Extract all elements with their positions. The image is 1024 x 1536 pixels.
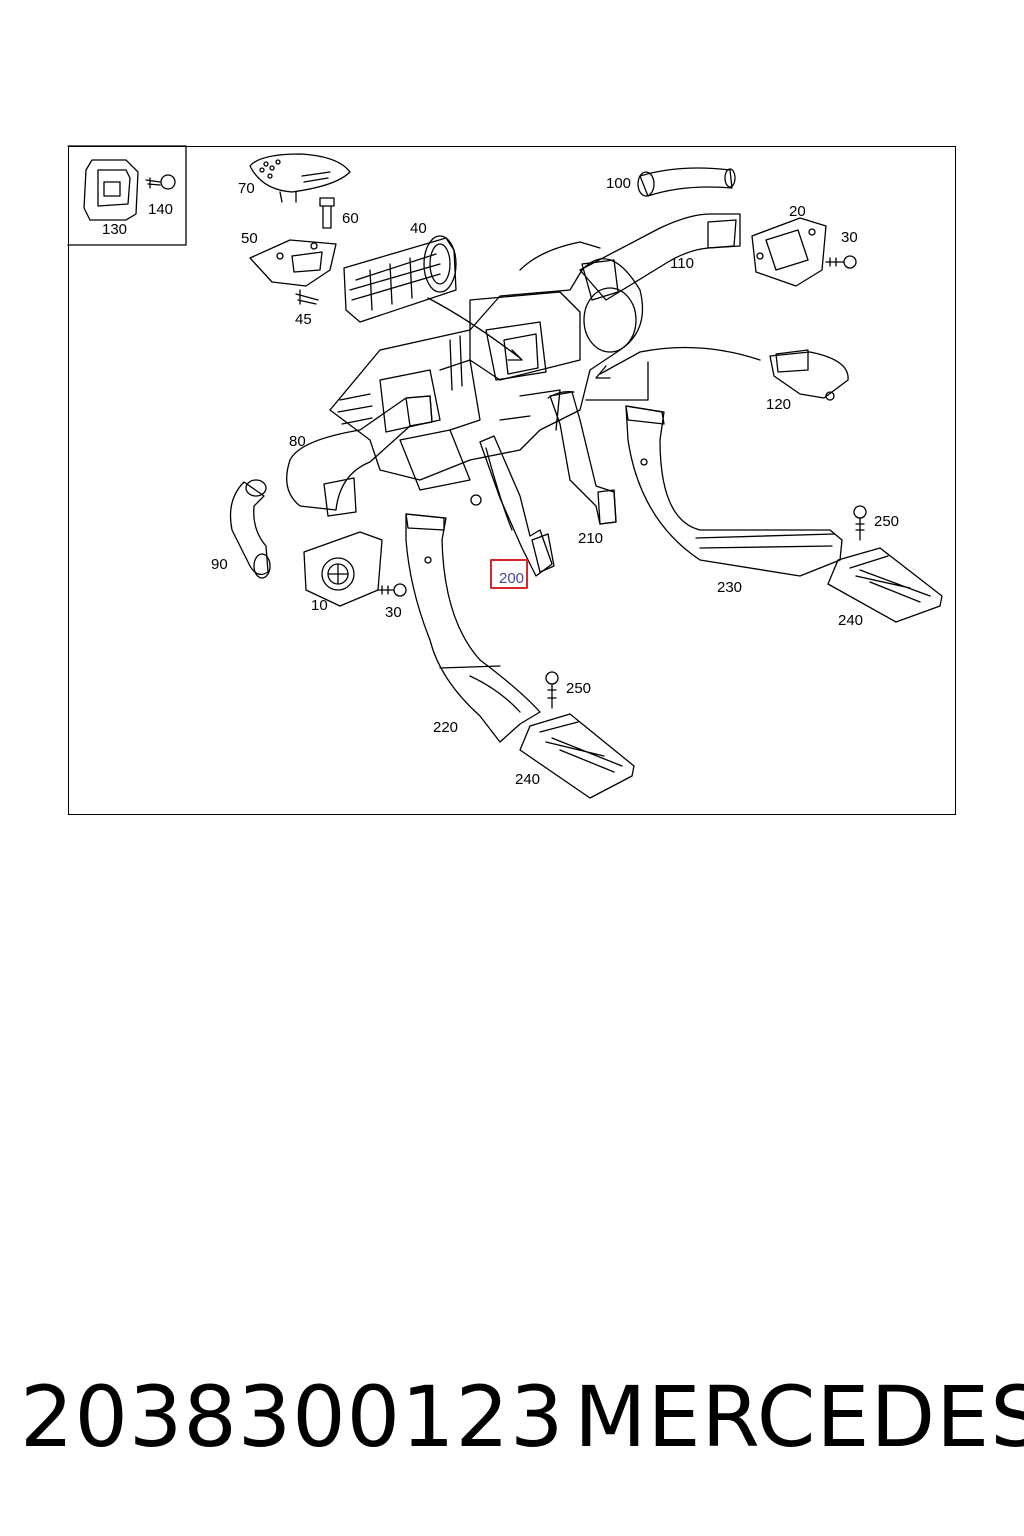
part-10-round-vent: [303, 531, 383, 607]
part-240-grille-lower: [519, 713, 635, 799]
callout-80: 80: [289, 433, 306, 450]
brand-name: MERCEDES: [574, 1368, 1024, 1466]
callout-200: 200: [499, 570, 524, 587]
part-number: 2038300123: [20, 1368, 565, 1466]
part-70-cover: [249, 153, 351, 203]
callout-130: 130: [102, 221, 127, 238]
leader-line-210: [585, 361, 649, 401]
callout-100: 100: [606, 175, 631, 192]
assembly-arrow-1: [427, 297, 521, 359]
callout-210: 210: [578, 530, 603, 547]
part-200-duct: [479, 435, 555, 577]
part-50-housing: [249, 239, 337, 287]
part-130-bracket: [83, 159, 139, 221]
part-240-grille-right: [827, 547, 943, 623]
part-80-left-duct: [286, 395, 433, 517]
callout-40: 40: [410, 220, 427, 237]
part-45-screw: [295, 289, 319, 305]
callout-250-lower: 250: [566, 680, 591, 697]
callout-110: 110: [670, 255, 694, 272]
callout-240-right: 240: [838, 612, 863, 629]
callout-230: 230: [717, 579, 742, 596]
part-90-hose: [229, 479, 271, 579]
assembly-arrow-1-head: [507, 349, 523, 361]
callout-60: 60: [342, 210, 359, 227]
part-210-duct: [547, 390, 617, 525]
part-140-screw: [145, 174, 176, 190]
callout-120: 120: [766, 396, 791, 413]
part-100-duct: [637, 167, 736, 197]
callout-90: 90: [211, 556, 228, 573]
callout-10: 10: [311, 597, 328, 614]
main-hvac-housing: [329, 241, 644, 506]
part-30-screw-bottom: [377, 583, 407, 597]
part-250-screw-right: [853, 505, 867, 541]
assembly-arrow-2-head: [595, 365, 611, 379]
callout-250-right: 250: [874, 513, 899, 530]
part-230-right-duct: [625, 405, 843, 577]
callout-30-top: 30: [841, 229, 858, 246]
part-30-screw-top: [825, 255, 857, 269]
callout-30-bottom: 30: [385, 604, 402, 621]
callout-240-lower: 240: [515, 771, 540, 788]
callout-20: 20: [789, 203, 806, 220]
inset-box: [67, 145, 187, 246]
callout-140: 140: [148, 201, 173, 218]
highlight-box-200: [490, 559, 528, 589]
callout-70: 70: [238, 180, 255, 197]
callout-45: 45: [295, 311, 312, 328]
part-20-bracket: [751, 217, 827, 287]
callout-220: 220: [433, 719, 458, 736]
part-60-screw: [319, 197, 335, 229]
assembly-arrow-2: [599, 346, 761, 375]
exploded-parts-drawing: 130 140 70 60 50 40 45 100 20 30 110 120…: [67, 145, 943, 799]
callout-50: 50: [241, 230, 258, 247]
part-110-upper-duct: [579, 213, 741, 301]
part-120-side-duct: [769, 349, 849, 401]
part-250-screw-lower: [545, 671, 559, 709]
part-220-lower-duct: [405, 513, 541, 743]
part-40-center-vent: [343, 235, 457, 323]
